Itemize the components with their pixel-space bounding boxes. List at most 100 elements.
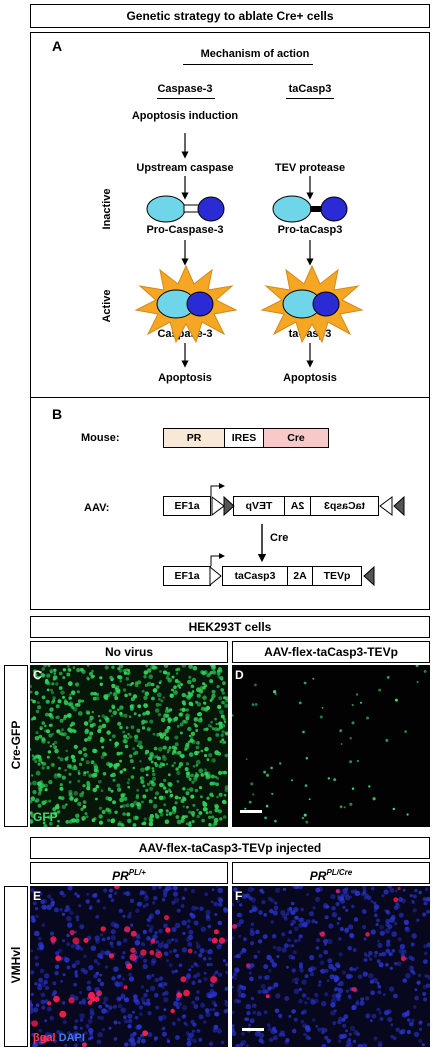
cell-dot: [112, 778, 116, 782]
cell-dot: [46, 673, 51, 678]
procaspase3-shape: [146, 195, 225, 223]
cell-dot: [409, 1021, 414, 1027]
cell-dot: [155, 814, 160, 819]
cell-dot: [99, 738, 104, 743]
cell-dot: [365, 1013, 371, 1019]
panel-e-micrograph: E βgal DAPI: [30, 886, 228, 1047]
cell-dot: [143, 703, 148, 708]
cell-dot: [158, 764, 163, 769]
cell-dot: [119, 797, 124, 803]
cell-dot: [376, 1007, 381, 1012]
cell-dot: [181, 896, 186, 901]
cell-dot: [107, 787, 111, 790]
cell-dot: [44, 783, 48, 788]
cell-dot: [427, 943, 430, 947]
cell-dot: [248, 971, 252, 975]
cell-dot: [126, 963, 133, 970]
cell-dot: [270, 898, 275, 903]
cell-dot: [190, 773, 194, 777]
cell-dot: [197, 979, 202, 984]
cell-dot: [217, 669, 220, 673]
cell-dot: [34, 930, 40, 937]
cell-dot: [44, 788, 48, 792]
cell-dot: [117, 667, 121, 671]
cell-dot: [259, 888, 264, 893]
cell-dot: [216, 671, 221, 676]
cell-dot: [269, 908, 274, 914]
cell-dot: [218, 972, 223, 977]
cell-dot: [224, 785, 228, 790]
cell-dot: [422, 991, 427, 997]
cell-dot: [216, 944, 222, 950]
cell-dot: [111, 705, 116, 710]
cell-dot: [223, 720, 227, 723]
cell-dot: [132, 694, 138, 699]
cell-dot: [271, 962, 277, 968]
cell-dot: [234, 998, 239, 1004]
cell-dot: [139, 1012, 143, 1016]
bgal-label: βgal: [33, 1032, 56, 1044]
cell-dot: [209, 792, 214, 797]
cell-dot: [149, 754, 154, 759]
cell-dot: [406, 1010, 410, 1013]
cell-dot: [98, 820, 104, 825]
cell-dot: [30, 811, 33, 815]
cell-dot: [134, 738, 138, 743]
cell-dot: [133, 994, 138, 999]
cell-dot: [35, 798, 40, 803]
cell-dot: [390, 914, 396, 920]
cell-dot: [327, 938, 333, 945]
mouse-pr-segment: PR: [163, 428, 225, 448]
cell-dot: [190, 684, 195, 689]
cell-dot: [281, 947, 287, 953]
cell-dot: [389, 986, 395, 992]
cell-dot: [299, 917, 305, 923]
cell-dot: [74, 703, 79, 707]
cell-dot: [105, 1004, 109, 1008]
cell-dot: [90, 996, 96, 1002]
cell-dot: [93, 959, 98, 964]
cell-dot: [423, 944, 428, 949]
cell-dot: [45, 678, 49, 683]
panel-f-micrograph: F: [232, 886, 430, 1047]
cell-dot: [339, 1034, 345, 1040]
cell-dot: [369, 1019, 373, 1023]
cell-dot: [74, 682, 80, 687]
cell-dot: [214, 727, 218, 732]
cell-dot: [250, 941, 255, 946]
cell-dot: [167, 748, 171, 752]
cell-dot: [72, 937, 80, 945]
cell-dot: [198, 786, 203, 790]
cell-dot: [392, 807, 395, 811]
cell-dot: [286, 907, 293, 913]
cell-dot: [143, 1001, 148, 1006]
cell-dot: [291, 977, 297, 983]
cell-dot: [47, 665, 51, 667]
cell-dot: [142, 904, 146, 908]
cell-dot: [180, 904, 185, 908]
cell-dot: [147, 1032, 153, 1038]
cell-dot: [133, 997, 139, 1003]
cell-dot: [332, 1021, 337, 1026]
cell-dot: [302, 730, 305, 734]
cell-dot: [211, 689, 216, 694]
cell-dot: [399, 943, 406, 950]
cell-dot: [144, 691, 150, 696]
cell-dot: [235, 954, 239, 958]
cell-dot: [123, 938, 128, 943]
cell-dot: [273, 690, 277, 694]
cell-dot: [190, 965, 194, 968]
cell-dot: [43, 824, 48, 827]
cell-dot: [64, 908, 68, 913]
cell-dot: [170, 793, 174, 797]
cell-dot: [324, 915, 329, 920]
cell-dot: [119, 705, 124, 710]
cell-dot: [36, 754, 40, 759]
cell-dot: [146, 782, 150, 786]
cell-dot: [178, 796, 182, 800]
cell-dot: [193, 1004, 199, 1009]
col-right-heading: taCasp3: [288, 83, 332, 95]
cell-dot: [176, 770, 181, 776]
cell-dot: [218, 721, 223, 727]
cell-dot: [171, 926, 177, 933]
